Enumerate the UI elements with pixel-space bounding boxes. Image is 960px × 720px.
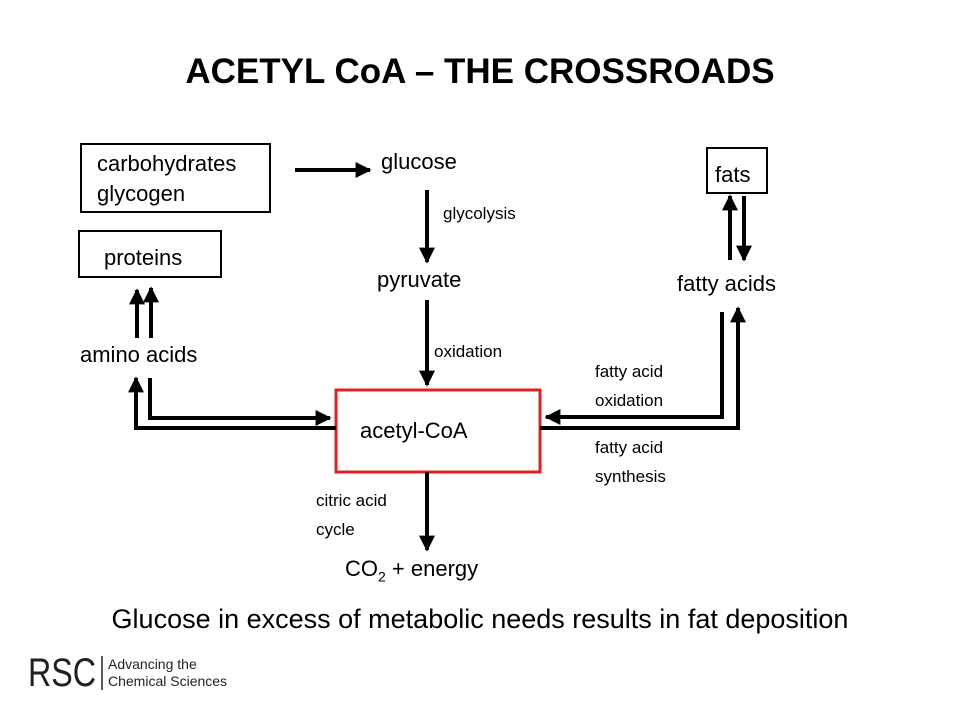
fatty-acids-label: fatty acids	[677, 271, 777, 296]
proteins-box	[78, 230, 222, 278]
page-title: ACETYL CoA – THE CROSSROADS	[185, 52, 775, 91]
proteins-label: proteins	[104, 245, 183, 270]
glycogen-label: glycogen	[97, 181, 186, 206]
glucose-label: glucose	[381, 149, 457, 174]
rsc-wordmark: RSC	[28, 651, 96, 695]
fats-box	[706, 147, 768, 194]
amino-acids-to-acetyl-coa-arrow	[148, 378, 332, 426]
fatty-acid-oxidation-arrow	[544, 312, 724, 425]
fatty-acid-synthesis-label-2: synthesis	[595, 467, 666, 486]
carbohydrates-box	[80, 143, 271, 213]
co2-energy-label: CO2 + energy	[345, 555, 478, 590]
fatty-acid-synthesis-arrow	[540, 306, 746, 430]
oxidation-label: oxidation	[434, 342, 503, 361]
fatty-acid-oxidation-label-1: fatty acid	[595, 362, 664, 381]
rsc-tagline-2: Chemical Sciences	[108, 673, 227, 689]
fatty-acid-synthesis-label-1: fatty acid	[595, 438, 664, 457]
acetyl-coa-label: acetyl-CoA	[360, 418, 468, 443]
energy-text: + energy	[385, 556, 479, 581]
citric-acid-cycle-label-1: citric acid	[316, 491, 387, 510]
footer-statement: Glucose in excess of metabolic needs res…	[111, 604, 849, 634]
carbohydrates-label: carbohydrates	[97, 151, 237, 176]
rsc-tagline-1: Advancing the	[108, 656, 197, 672]
fats-label: fats	[715, 162, 751, 187]
amino-acids-label: amino acids	[80, 342, 198, 367]
fatty-acid-oxidation-label-2: oxidation	[595, 391, 664, 410]
rsc-logo: RSC Advancing the Chemical Sciences	[28, 651, 227, 695]
co2-text: CO	[345, 556, 378, 581]
co2-subscript: 2	[378, 568, 386, 585]
glycolysis-label: glycolysis	[443, 204, 516, 223]
acetyl-coa-to-amino-acids-arrow	[128, 376, 336, 430]
citric-acid-cycle-label-2: cycle	[316, 520, 355, 539]
acetyl-coa-box	[334, 388, 542, 474]
pyruvate-label: pyruvate	[377, 267, 462, 292]
